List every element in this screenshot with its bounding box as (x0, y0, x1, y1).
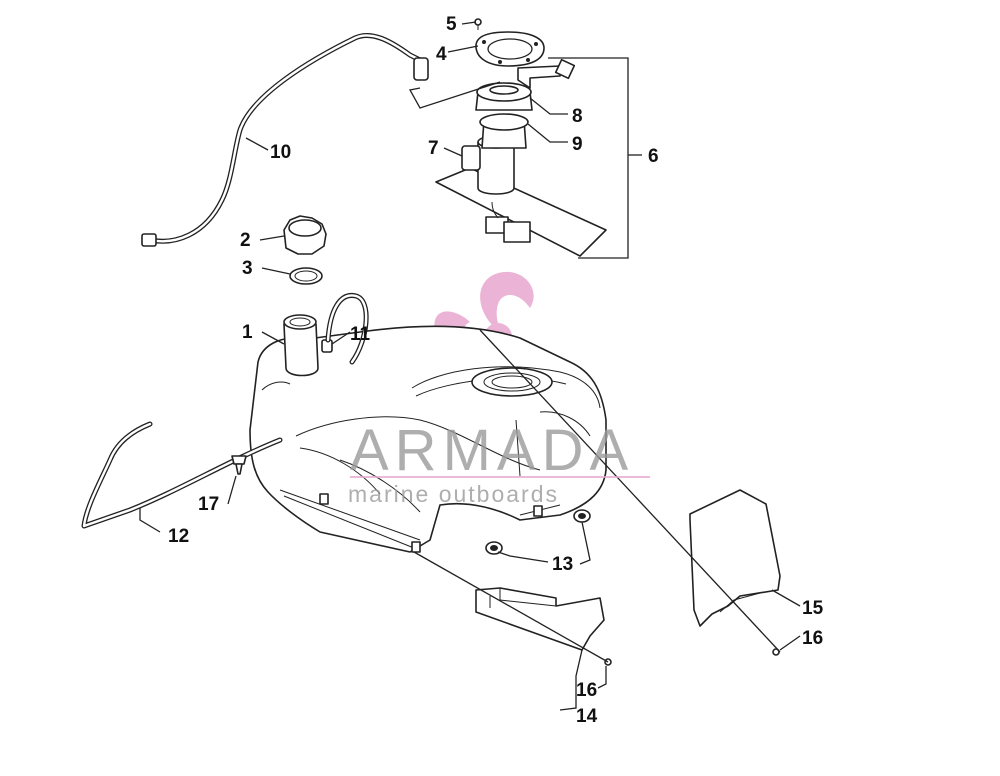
watermark-tagline: marine outboards (348, 481, 559, 507)
callout-15: 15 (802, 598, 824, 619)
callout-3: 3 (242, 258, 253, 279)
callout-12: 12 (168, 526, 189, 547)
callout-7: 7 (428, 138, 439, 159)
part-17-clip (231, 455, 247, 475)
part-10-vent-hose (141, 32, 429, 247)
leader-lines (139, 21, 801, 711)
callout-17: 17 (198, 494, 219, 515)
part-6-fuel-pump-assembly (435, 18, 607, 257)
callout-9: 9 (572, 134, 583, 155)
callout-13: 13 (552, 554, 573, 575)
part-6-bracket (548, 57, 629, 259)
part-14-heat-shield (475, 587, 605, 651)
callout-4: 4 (436, 44, 447, 65)
part-3-cap-seal (289, 267, 323, 285)
callout-10: 10 (270, 142, 291, 163)
part-2-fuel-cap (283, 215, 327, 255)
part-12-drain-hose (81, 421, 283, 529)
part-1-fuel-tank (249, 314, 607, 553)
callout-1: 1 (242, 322, 253, 343)
callout-6: 6 (648, 146, 659, 167)
callout-16-right: 16 (802, 628, 823, 649)
callout-8: 8 (572, 106, 583, 127)
callout-14: 14 (576, 706, 598, 727)
watermark-divider (350, 476, 650, 478)
part-15-heat-shield (689, 489, 781, 627)
callout-2: 2 (240, 230, 251, 251)
callout-labels: 5 4 8 9 7 6 10 2 3 1 11 17 12 13 15 16 1… (168, 14, 824, 727)
watermark-brand: ARMADA (350, 418, 634, 483)
callout-5: 5 (446, 14, 457, 35)
callout-11: 11 (350, 324, 371, 345)
callout-16-bottom: 16 (576, 680, 597, 701)
watermark: ARMADA marine outboards (348, 418, 650, 507)
part-16-screw (604, 648, 780, 666)
